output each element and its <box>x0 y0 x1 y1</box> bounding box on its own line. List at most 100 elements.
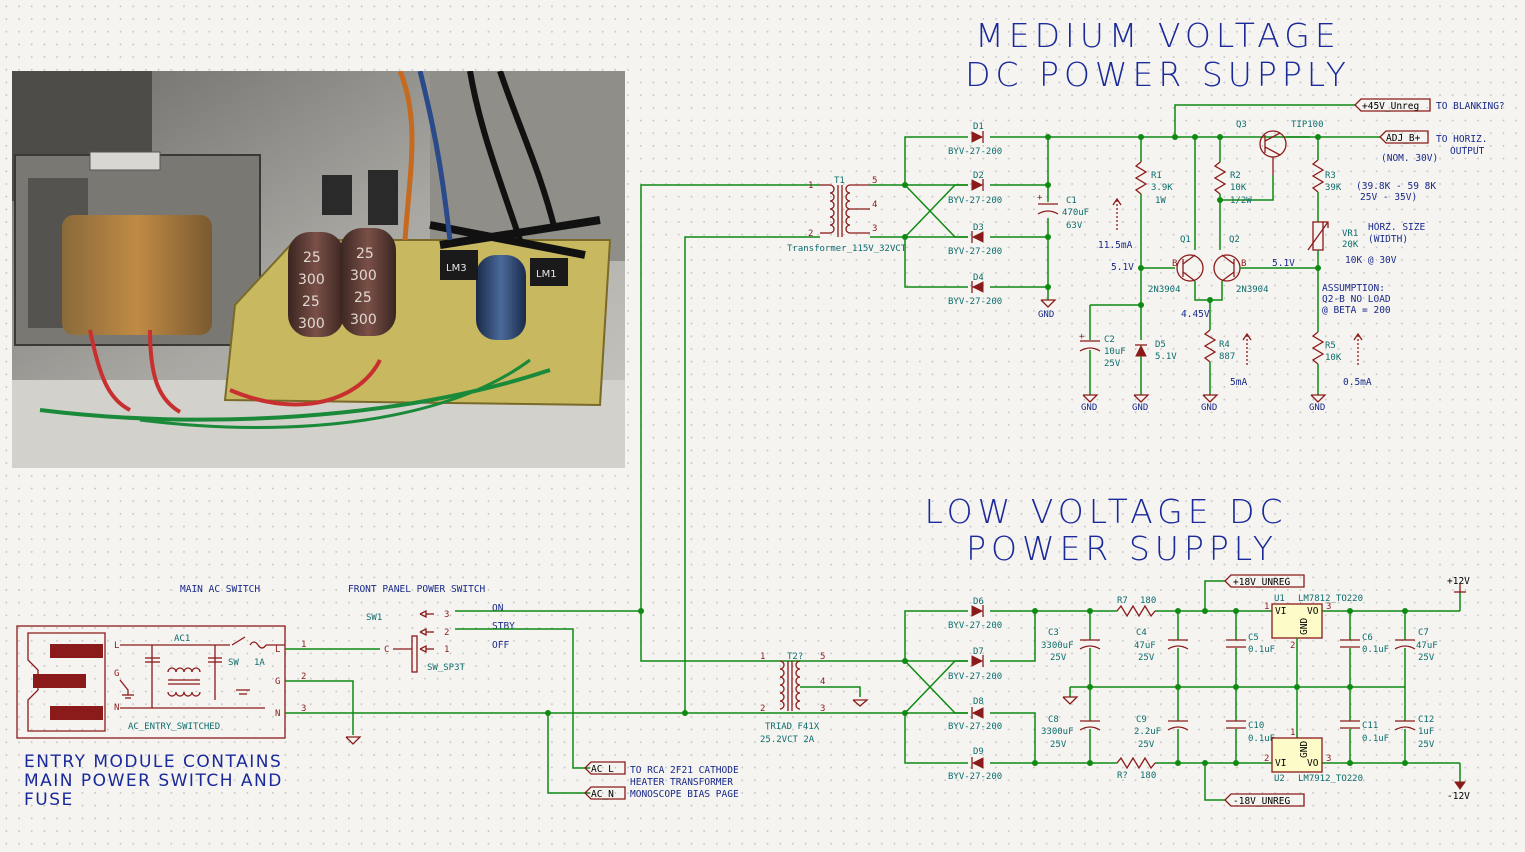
svg-text:25.2VCT 2A: 25.2VCT 2A <box>760 735 815 745</box>
diode-d6: D6 BYV-27-200 <box>948 597 1002 631</box>
svg-text:3300uF: 3300uF <box>1041 641 1074 651</box>
photo-cap-mark-7: 25 <box>354 290 372 306</box>
svg-text:SW_SP3T: SW_SP3T <box>427 663 466 673</box>
svg-text:R7: R7 <box>1117 596 1128 606</box>
svg-text:5: 5 <box>820 652 825 662</box>
svg-text:3: 3 <box>1326 754 1331 764</box>
svg-text:25V: 25V <box>1138 653 1155 663</box>
lv-title-line1: LOW VOLTAGE DC <box>924 492 1287 531</box>
svg-text:47uF: 47uF <box>1134 641 1156 651</box>
net-label-minus18: -18V_UNREG <box>1224 793 1305 807</box>
svg-text:180: 180 <box>1140 771 1156 781</box>
svg-text:1: 1 <box>760 652 765 662</box>
diode-d1: D1 BYV-27-200 <box>948 122 1002 157</box>
capacitor-c4: C4 47uF 25V <box>1134 611 1189 687</box>
svg-text:VI: VI <box>1275 606 1286 617</box>
resistor-r4: R4 887 <box>1203 329 1235 363</box>
svg-text:B: B <box>1241 259 1246 269</box>
svg-text:-18V_UNREG: -18V_UNREG <box>1233 796 1290 807</box>
rca-note: TO RCA 2F21 CATHODE HEATER TRANSFORMER M… <box>630 765 739 800</box>
capacitor-c3: C3 3300uF 25V <box>1041 611 1101 687</box>
photo-cap-mark-8: 300 <box>350 312 377 328</box>
svg-text:R5: R5 <box>1325 341 1336 351</box>
svg-text:D3: D3 <box>973 223 984 233</box>
lv-title-line2: POWER SUPPLY <box>966 529 1278 568</box>
svg-text:+18V_UNREG: +18V_UNREG <box>1233 577 1290 588</box>
svg-text:0.1uF: 0.1uF <box>1248 645 1275 655</box>
main-ac-switch-label: MAIN AC SWITCH <box>180 584 260 595</box>
svg-text:D7: D7 <box>973 647 984 657</box>
capacitor-c8: C8 3300uF 25V <box>1041 687 1101 763</box>
net-label-plus18: +18V_UNREG <box>1224 574 1305 588</box>
front-panel-switch-label: FRONT PANEL POWER SWITCH <box>348 584 486 595</box>
svg-text:R1: R1 <box>1151 171 1162 181</box>
svg-text:470uF: 470uF <box>1062 208 1089 218</box>
svg-text:R4: R4 <box>1219 340 1230 350</box>
svg-text:G: G <box>275 677 280 687</box>
svg-text:FUSE: FUSE <box>24 790 74 810</box>
svg-text:25V: 25V <box>1138 740 1155 750</box>
svg-text:+: + <box>1037 193 1043 203</box>
net-label-acn: AC_N <box>584 786 626 800</box>
svg-text:GND: GND <box>1132 403 1148 413</box>
resistor-r1: R1 3.9K 1W <box>1134 161 1173 206</box>
svg-text:VR1: VR1 <box>1342 229 1358 239</box>
svg-text:L: L <box>114 641 119 651</box>
svg-text:BYV-27-200: BYV-27-200 <box>948 621 1002 631</box>
net-label-adjb: ADJ_B+ TO HORIZ. OUTPUT (NOM. 30V) <box>1379 130 1487 164</box>
t1-pin1: 1 <box>808 181 813 191</box>
svg-text:10K: 10K <box>1325 353 1342 363</box>
gnd-r4: GND <box>1201 394 1219 413</box>
svg-text:887: 887 <box>1219 352 1235 362</box>
svg-text:C3: C3 <box>1048 628 1059 638</box>
regulator-u1: VI VO GND U1 LM7812_TO220 1 3 2 <box>1264 594 1363 651</box>
gnd-r5: GND <box>1309 394 1327 413</box>
svg-text:1W: 1W <box>1155 196 1166 206</box>
svg-text:GND: GND <box>1081 403 1097 413</box>
svg-text:BYV-27-200: BYV-27-200 <box>948 772 1002 782</box>
svg-text:2N3904: 2N3904 <box>1148 285 1181 295</box>
svg-text:3300uF: 3300uF <box>1041 727 1074 737</box>
svg-text:HEATER TRANSFORMER: HEATER TRANSFORMER <box>630 777 733 788</box>
resistor-r5: R5 10K <box>1311 331 1342 365</box>
svg-text:VI: VI <box>1275 758 1286 769</box>
svg-text:25V: 25V <box>1050 740 1067 750</box>
mv-title-line2: DC POWER SUPPLY <box>965 55 1351 94</box>
svg-text:0.1uF: 0.1uF <box>1362 734 1389 744</box>
diode-d3: D3 BYV-27-200 <box>948 223 1002 257</box>
t1-pin5: 5 <box>872 176 877 186</box>
svg-text:C11: C11 <box>1362 721 1378 731</box>
svg-text:+45V_Unreg: +45V_Unreg <box>1362 101 1419 112</box>
lv-section: T2? 1 2 5 4 3 TRIAD F41X 25.2VCT 2A D6 B… <box>760 574 1470 807</box>
svg-text:R2: R2 <box>1230 171 1241 181</box>
capacitor-c7: C7 47uF 25V <box>1394 611 1438 687</box>
svg-text:ASSUMPTION:: ASSUMPTION: <box>1322 283 1385 294</box>
current-r1: 11.5mA <box>1098 240 1133 251</box>
ac1-ref: AC1 <box>174 634 190 644</box>
photo-cap-mark-4: 300 <box>298 316 325 332</box>
diode-d7: D7 BYV-27-200 <box>948 647 1002 682</box>
svg-text:LM7812_TO220: LM7812_TO220 <box>1298 594 1363 604</box>
svg-text:GND: GND <box>1309 403 1325 413</box>
current-r4: 5mA <box>1230 377 1247 388</box>
svg-text:TO BLANKING?: TO BLANKING? <box>1436 101 1505 112</box>
diode-d8: D8 BYV-27-200 <box>948 697 1002 732</box>
svg-text:25V: 25V <box>1050 653 1067 663</box>
ac-section: MAIN AC SWITCH FRONT PANEL POWER SWITCH … <box>16 584 905 810</box>
svg-text:C5: C5 <box>1248 633 1259 643</box>
resistor-r3: R3 39K (39.8K - 59 8K 25V - 35V) <box>1311 159 1436 203</box>
svg-text:1: 1 <box>1290 728 1295 738</box>
svg-text:OUTPUT: OUTPUT <box>1450 146 1485 157</box>
svg-text:(39.8K - 59 8K: (39.8K - 59 8K <box>1356 181 1436 192</box>
svg-text:OFF: OFF <box>492 640 509 651</box>
gnd-c1: GND <box>1038 299 1057 320</box>
gnd-c2: GND <box>1081 394 1099 413</box>
svg-text:1: 1 <box>444 645 449 655</box>
svg-text:2.2uF: 2.2uF <box>1134 727 1161 737</box>
svg-text:VO: VO <box>1307 758 1319 769</box>
svg-text:1/2W: 1/2W <box>1230 196 1252 206</box>
svg-text:C: C <box>384 645 389 655</box>
switch-sw1: SW1 C 3 2 1 SW_SP3T ON STBY OFF <box>366 603 515 673</box>
svg-text:N: N <box>275 709 280 719</box>
t1-pin4: 4 <box>872 200 877 210</box>
